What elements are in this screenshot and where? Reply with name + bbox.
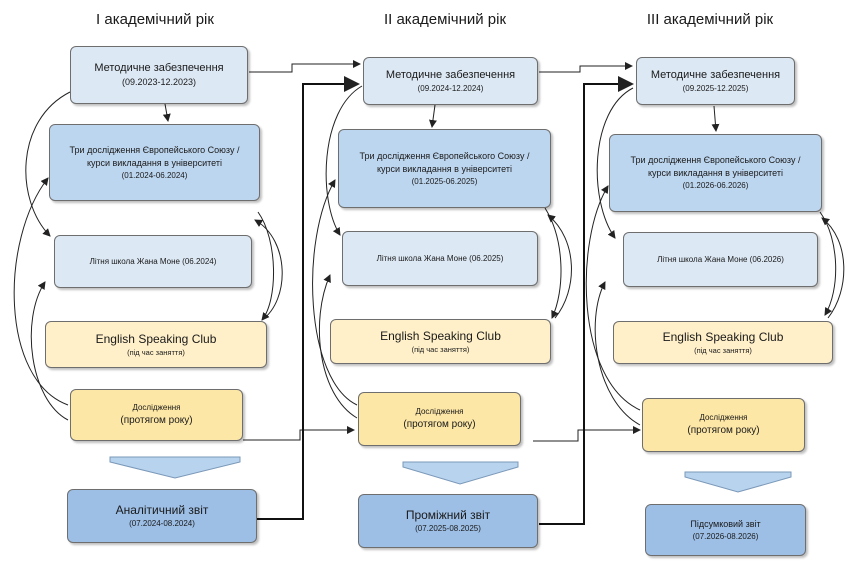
box-dates: (09.2024-12.2024) (417, 83, 484, 93)
arrow (539, 76, 634, 525)
report-box: Підсумковий звіт (07.2026-08.2026) (645, 504, 806, 556)
box-label: Дослідження (132, 403, 181, 412)
box-label: Проміжний звіт (405, 508, 491, 522)
arrow (30, 281, 69, 421)
box-dates: (01.2024-06.2024) (121, 170, 188, 180)
arrow (325, 85, 363, 236)
box-label: Аналітичний звіт (115, 503, 209, 517)
methodical-box: Методичне забезпечення (09.2024-12.2024) (363, 57, 538, 105)
box-dates: (01.2026-06.2026) (682, 181, 749, 190)
box-label: Три дослідження Європейського Союзу / (69, 144, 240, 155)
arrow (13, 177, 69, 406)
arrow (162, 103, 171, 122)
box-label: English Speaking Club (380, 329, 501, 343)
box-label: курси викладання в університеті (377, 163, 512, 174)
arrow (249, 60, 361, 73)
arrow (594, 281, 641, 426)
research-box: Дослідження (протягом року) (358, 392, 521, 446)
eu-courses-box: Три дослідження Європейського Союзу / ку… (49, 124, 260, 201)
box-label: курси викладання в університеті (648, 168, 783, 178)
box-label: English Speaking Club (662, 330, 784, 344)
box-dates: (07.2024-08.2024) (129, 519, 195, 528)
box-label: Дослідження (699, 413, 748, 422)
box-note: (під час заняття) (694, 346, 752, 355)
box-dates: (07.2025-08.2025) (415, 524, 481, 533)
box-dates: (01.2025-06.2025) (411, 176, 478, 186)
box-note: (протягом року) (120, 415, 193, 426)
speaking-club-box: English Speaking Club (під час заняття) (330, 319, 551, 364)
arrow (596, 87, 634, 239)
arrow (243, 426, 355, 441)
arrow (254, 219, 283, 321)
arrow (533, 426, 641, 442)
arrow (539, 62, 633, 73)
chevron-down-icon (109, 456, 241, 479)
box-label: Методичне забезпечення (94, 62, 224, 74)
arrow (318, 274, 358, 419)
box-label: Підсумковий звіт (690, 518, 761, 529)
eu-courses-box: Три дослідження Європейського Союзу / ку… (609, 134, 822, 212)
report-box: Аналітичний звіт (07.2024-08.2024) (67, 489, 257, 543)
arrow (547, 214, 572, 319)
box-label: Методичне забезпечення (385, 68, 516, 81)
chevron-down-icon (402, 461, 519, 485)
box-note: (під час заняття) (411, 345, 470, 354)
summer-school-box: Літня школа Жана Моне (06.2025) (342, 231, 538, 286)
arrow (257, 76, 360, 520)
box-label: Літня школа Жана Моне (06.2025) (376, 253, 504, 263)
methodical-box: Методичне забезпечення (09.2025-12.2025) (636, 57, 795, 105)
summer-school-box: Літня школа Жана Моне (06.2026) (623, 232, 818, 287)
arrow (819, 211, 837, 316)
speaking-club-box: English Speaking Club (під час заняття) (613, 321, 833, 364)
box-label: English Speaking Club (95, 332, 217, 346)
research-box: Дослідження (протягом року) (642, 398, 805, 452)
box-note: (протягом року) (403, 419, 476, 430)
research-box: Дослідження (протягом року) (70, 389, 243, 441)
box-note: (під час заняття) (127, 348, 185, 357)
box-dates: (07.2026-08.2026) (692, 531, 759, 541)
eu-courses-box: Три дослідження Європейського Союзу / ку… (338, 129, 551, 208)
box-label: курси викладання в університеті (87, 157, 222, 168)
arrow (428, 104, 437, 128)
box-dates: (09.2023-12.2023) (121, 77, 197, 87)
arrow (25, 91, 71, 237)
box-label: Три дослідження Європейського Союзу / (359, 150, 530, 161)
box-note: (протягом року) (687, 425, 760, 436)
box-dates: (09.2025-12.2025) (682, 83, 749, 93)
column-title: I академічний рік (96, 11, 214, 28)
chevron-down-icon (684, 471, 792, 493)
arrow (711, 105, 720, 132)
summer-school-box: Літня школа Жана Моне (06.2024) (54, 235, 252, 288)
box-label: Літня школа Жана Моне (06.2024) (89, 256, 217, 266)
box-label: Три дослідження Європейського Союзу / (630, 155, 801, 165)
speaking-club-box: English Speaking Club (під час заняття) (45, 321, 267, 368)
arrow (544, 207, 562, 319)
arrow (312, 179, 358, 406)
report-box: Проміжний звіт (07.2025-08.2025) (358, 494, 538, 548)
arrow (821, 217, 845, 319)
box-label: Методичне забезпечення (650, 68, 781, 81)
column-title: II академічний рік (383, 11, 507, 28)
column-title: III академічний рік (646, 11, 774, 28)
box-label: Літня школа Жана Моне (06.2026) (657, 254, 784, 264)
arrow (257, 211, 275, 321)
arrow (585, 185, 641, 411)
methodical-box: Методичне забезпечення (09.2023-12.2023) (70, 46, 248, 104)
box-label: Дослідження (415, 407, 464, 416)
